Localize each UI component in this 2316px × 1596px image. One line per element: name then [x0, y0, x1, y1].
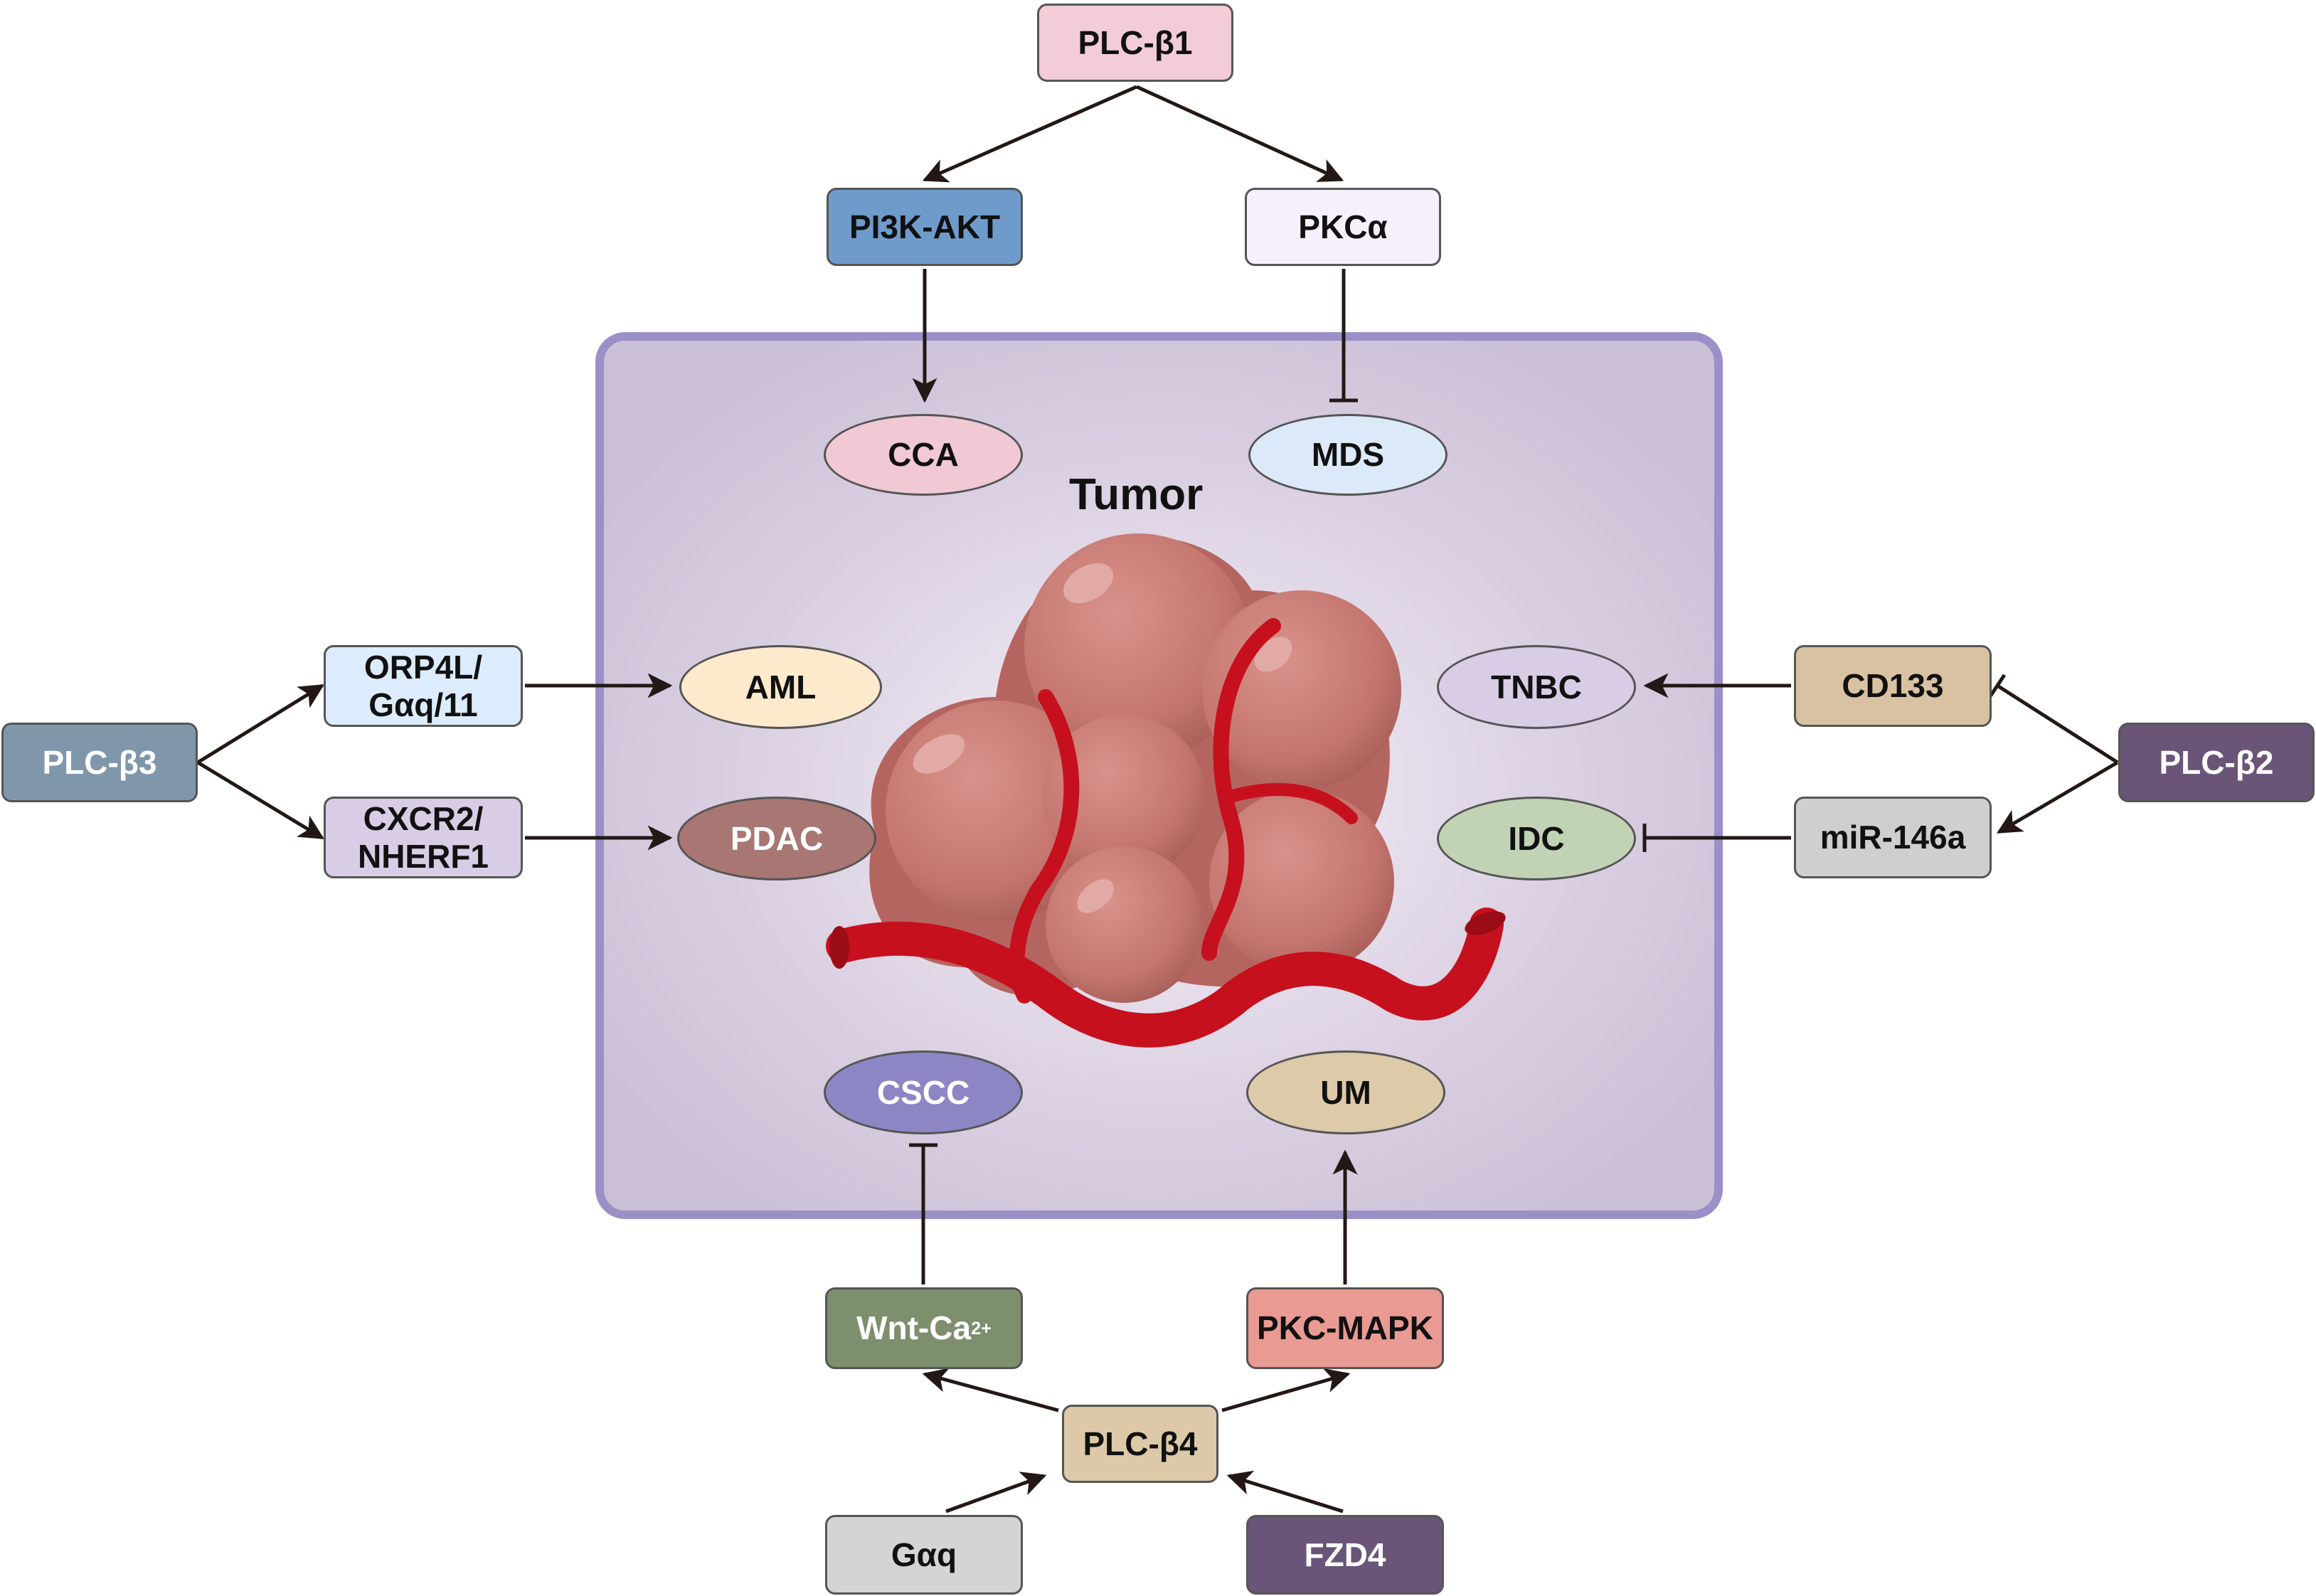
node-aml: AML — [679, 645, 882, 729]
orp4l-line1: ORP4L/ — [363, 648, 483, 686]
node-fzd4: FZD4 — [1246, 1515, 1444, 1595]
arrow-fzd4-to-plcb4 — [1226, 1470, 1344, 1513]
blood-vessel-branch — [1201, 618, 1281, 961]
connectors — [196, 85, 2119, 1513]
wnt-ca-label: Wnt-Ca — [856, 1309, 972, 1347]
tumor-sphere-lower-right — [1209, 789, 1394, 974]
node-plc-b1: PLC-β1 — [1037, 4, 1233, 82]
node-tnbc: TNBC — [1437, 645, 1636, 729]
node-mir-146a: miR-146a — [1794, 797, 1992, 878]
node-cd133: CD133 — [1794, 645, 1992, 727]
node-cscc: CSCC — [824, 1050, 1023, 1134]
tumor-sphere-center — [1042, 715, 1206, 878]
blood-vessel-branch — [1224, 783, 1358, 824]
arrow-plcb1-to-pkca — [1135, 85, 1344, 182]
tumor-highlight — [1063, 563, 1114, 604]
tumor-highlight — [1254, 637, 1292, 672]
node-gaq: Gαq — [825, 1515, 1023, 1595]
tumor-illustration — [826, 533, 1506, 1048]
arrow-gaq-to-plcb4 — [945, 1472, 1047, 1513]
cxcr2-line2: NHERF1 — [357, 837, 489, 875]
arrow-plcb4-to-wnt — [922, 1368, 1059, 1413]
inhibit-bar-cd133 — [1988, 674, 2007, 698]
node-mds: MDS — [1248, 414, 1448, 496]
tumor-highlight — [913, 734, 965, 774]
blood-vessel-branch — [1009, 689, 1080, 1004]
node-plc-b3: PLC-β3 — [1, 723, 198, 802]
cxcr2-line1: CXCR2/ — [363, 799, 484, 837]
arrow-plcb2-to-mir146a — [1996, 760, 2119, 834]
arrow-plcb3-to-cxcr2 — [196, 760, 324, 840]
arrow-plcb4-to-pkcmapk — [1221, 1368, 1351, 1413]
blood-vessel — [826, 908, 1504, 1048]
node-plc-b2: PLC-β2 — [2118, 723, 2315, 802]
node-pkc-alpha: PKCα — [1245, 188, 1441, 266]
node-pi3k-akt: PI3K-AKT — [827, 188, 1023, 266]
node-pkc-mapk: PKC-MAPK — [1246, 1287, 1444, 1369]
node-orp4l-gaq11: ORP4L/ Gαq/11 — [324, 645, 523, 727]
vessel-end — [1465, 911, 1506, 935]
vessel-end — [829, 926, 849, 969]
tumor-sphere-bottom — [1046, 846, 1202, 1003]
arrow-plcb1-to-pi3k — [922, 85, 1138, 183]
node-cca: CCA — [824, 414, 1023, 496]
tumor-highlight — [1077, 879, 1114, 913]
inhibit-plcb2-to-cd133 — [1996, 683, 2119, 765]
node-um: UM — [1246, 1050, 1445, 1134]
node-idc: IDC — [1437, 797, 1636, 881]
node-cxcr2-nherf1: CXCR2/ NHERF1 — [324, 797, 523, 878]
orp4l-line2: Gαq/11 — [368, 686, 478, 723]
node-pdac: PDAC — [677, 797, 876, 881]
arrow-plcb3-to-orp4l — [196, 683, 324, 765]
node-plc-b4: PLC-β4 — [1062, 1405, 1218, 1483]
tumor-label: Tumor — [1069, 470, 1204, 519]
